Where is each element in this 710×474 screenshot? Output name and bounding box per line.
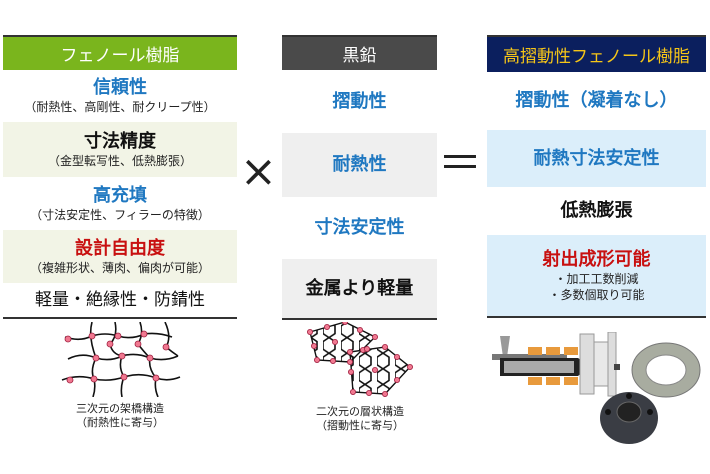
feature-detail: （金型転写性、低熱膨張）	[47, 153, 192, 168]
caption-line: （摺動性に寄与）	[316, 419, 404, 432]
caption-line: 二次元の層状構造	[316, 405, 404, 418]
column-header: 黒鉛	[282, 35, 437, 70]
feature-title: 軽量・絶縁性・防錆性	[35, 290, 205, 310]
feature-high-filling: 高充填（寸法安定性、フィラーの特徴）	[3, 177, 237, 230]
feature-design-freedom: 設計自由度（複雑形状、薄肉、偏肉が可能）	[3, 230, 237, 283]
feature-title: 低熱膨張	[560, 200, 633, 221]
feature-reliability: 信頼性 （耐熱性、高剛性、耐クリープ性）	[3, 70, 237, 122]
feature-detail: ・加工工数削減	[554, 271, 639, 286]
caption-line: 三次元の架橋構造	[76, 402, 164, 415]
column-header: フェノール樹脂	[3, 35, 237, 70]
layered-caption: 二次元の層状構造（摺動性に寄与）	[285, 405, 435, 433]
injection-molding-machine-illustration	[492, 332, 620, 397]
phenolic-resin-column: フェノール樹脂 信頼性 （耐熱性、高剛性、耐クリープ性） 寸法精度（金型転写性、低…	[3, 35, 237, 319]
feature-detail: （複雑形状、薄肉、偏肉が可能）	[29, 260, 210, 275]
feature-dimensional-stability: 寸法安定性	[282, 197, 437, 259]
crosslinked-caption: 三次元の架橋構造（耐熱性に寄与）	[40, 402, 200, 430]
feature-lightweight: 軽量・絶縁性・防錆性	[3, 283, 237, 317]
feature-title: 寸法安定性	[314, 217, 405, 238]
feature-title: 設計自由度	[75, 237, 165, 259]
feature-sliding-no-adhesion: 摺動性（凝着なし）	[487, 72, 706, 130]
crosslinked-network-illustration	[61, 322, 181, 397]
feature-title: 高充填	[93, 184, 147, 206]
graphite-column: 黒鉛 摺動性 耐熱性 寸法安定性 金属より軽量	[282, 35, 437, 320]
feature-title: 摺動性（凝着なし）	[515, 90, 678, 111]
feature-lighter-than-metal: 金属より軽量	[282, 259, 437, 318]
feature-injection-molding: 射出成形可能・加工工数削減・多数個取り可能	[487, 235, 706, 316]
feature-low-thermal-expansion: 低熱膨張	[487, 187, 706, 235]
washer-part-illustration	[631, 342, 701, 398]
high-sliding-phenolic-column: 高摺動性フェノール樹脂 摺動性（凝着なし） 耐熱寸法安定性 低熱膨張 射出成形可…	[487, 35, 706, 318]
column-header: 高摺動性フェノール樹脂	[487, 35, 706, 72]
feature-title: 寸法精度	[84, 130, 156, 152]
feature-heat-dimensional-stability: 耐熱寸法安定性	[487, 130, 706, 187]
feature-title: 摺動性	[332, 90, 387, 112]
feature-heat-resistance: 耐熱性	[282, 133, 437, 197]
feature-detail: （耐熱性、高剛性、耐クリープ性）	[24, 100, 216, 114]
feature-title: 金属より軽量	[305, 277, 414, 299]
feature-title: 耐熱寸法安定性	[533, 147, 660, 169]
feature-title: 信頼性	[93, 77, 147, 98]
molded-part-illustration	[600, 392, 658, 444]
times-symbol: ×	[240, 146, 277, 197]
caption-line: （耐熱性に寄与）	[76, 416, 164, 429]
feature-dimensional-accuracy: 寸法精度（金型転写性、低熱膨張）	[3, 122, 237, 177]
feature-detail: ・多数個取り可能	[548, 287, 645, 302]
equals-symbol: ＝	[438, 138, 482, 189]
feature-title: 耐熱性	[332, 154, 387, 175]
feature-title: 射出成形可能	[542, 248, 651, 270]
feature-detail: （寸法安定性、フィラーの特徴）	[30, 207, 210, 222]
layered-graphite-illustration	[307, 322, 414, 398]
feature-sliding: 摺動性	[282, 70, 437, 133]
